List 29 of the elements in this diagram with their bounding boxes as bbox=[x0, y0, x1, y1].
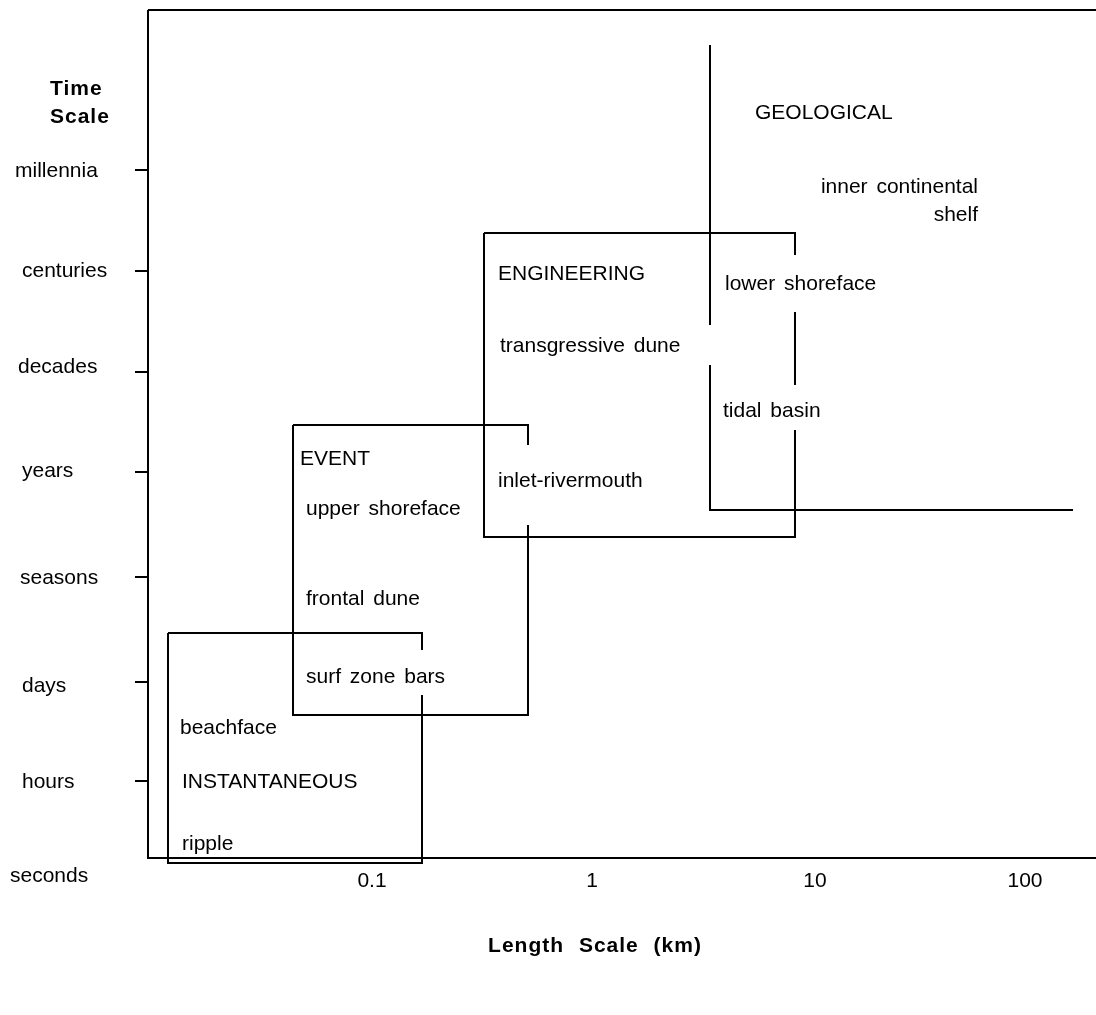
feature-label: ripple bbox=[182, 831, 234, 855]
axis-title: Time Scale bbox=[50, 75, 111, 129]
tick-label: 0.1 bbox=[357, 868, 387, 892]
tick-label: hours bbox=[22, 769, 75, 793]
tick-label: 1 bbox=[586, 868, 598, 892]
feature-label: frontal dune bbox=[306, 586, 420, 610]
tick-label: years bbox=[22, 458, 74, 482]
tick-label: millennia bbox=[15, 158, 98, 182]
feature-label: surf zone bars bbox=[306, 664, 446, 688]
feature-label: inner continental shelf bbox=[819, 173, 978, 227]
region-title: EVENT bbox=[300, 446, 370, 470]
axis-title: Length Scale (km) bbox=[488, 933, 702, 957]
tick-label: decades bbox=[18, 354, 98, 378]
feature-label: inlet-rivermouth bbox=[498, 468, 643, 492]
tick-label: centuries bbox=[22, 258, 108, 282]
tick-label: seasons bbox=[20, 565, 99, 589]
feature-label: beachface bbox=[180, 715, 277, 739]
tick-label: seconds bbox=[10, 863, 89, 887]
feature-label: upper shoreface bbox=[306, 496, 461, 520]
region-title: ENGINEERING bbox=[498, 261, 646, 285]
tick-label: 10 bbox=[803, 868, 827, 892]
feature-label: lower shoreface bbox=[725, 271, 877, 295]
open-region-outline bbox=[710, 45, 1073, 510]
region-title: INSTANTANEOUS bbox=[182, 769, 358, 793]
feature-label: tidal basin bbox=[723, 398, 821, 422]
region-title: GEOLOGICAL bbox=[755, 100, 893, 124]
feature-label: transgressive dune bbox=[500, 333, 681, 357]
tick-label: days bbox=[22, 673, 67, 697]
tick-label: 100 bbox=[1007, 868, 1043, 892]
